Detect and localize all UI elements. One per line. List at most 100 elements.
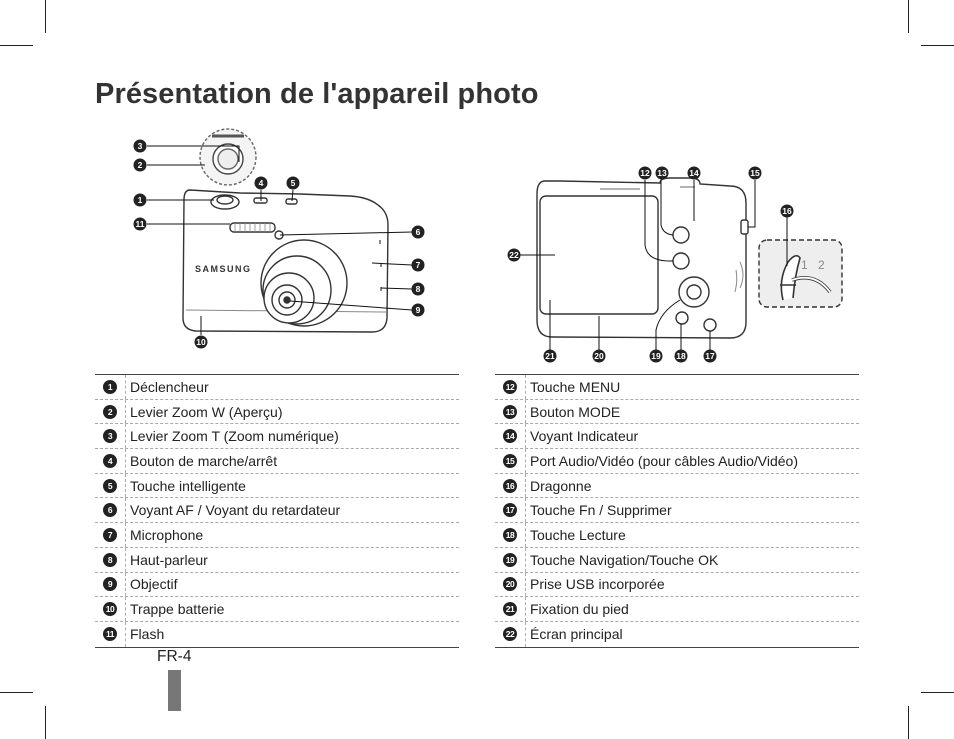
row-number-badge: 1 [103, 379, 117, 394]
main-screen [539, 195, 659, 315]
callout-badge-1: 1 [133, 193, 147, 207]
callout-badge-19: 19 [649, 349, 663, 363]
row-number-badge: 4 [103, 453, 117, 468]
crop-mark [45, 0, 46, 33]
row-label: Port Audio/Vidéo (pour câbles Audio/Vidé… [530, 452, 799, 469]
row-number-badge: 21 [503, 602, 517, 617]
crop-mark [908, 706, 909, 739]
svg-text:22: 22 [509, 250, 519, 260]
front-camera-illustration [182, 128, 389, 333]
callout-badge-3: 3 [133, 139, 147, 153]
row-label: Objectif [130, 576, 178, 593]
crop-mark [0, 692, 33, 693]
svg-text:7: 7 [416, 260, 421, 270]
fn-button [703, 318, 717, 332]
row-label: Dragonne [530, 477, 592, 494]
svg-text:6: 6 [416, 227, 421, 237]
callout-badge-5: 5 [286, 176, 300, 190]
row-label: Déclencheur [130, 378, 209, 395]
row-number-badge: 13 [503, 404, 517, 419]
svg-text:2: 2 [138, 160, 143, 170]
row-number-badge: 3 [103, 429, 117, 444]
row-label: Flash [130, 626, 165, 643]
front-brand-logo: SAMSUNG [195, 264, 252, 274]
mode-button [672, 226, 690, 244]
page-title: Présentation de l'appareil photo [95, 78, 539, 110]
strap-step-2: 2 [818, 258, 825, 272]
page-edge-tab [168, 670, 181, 711]
svg-text:13: 13 [657, 168, 667, 178]
svg-text:1: 1 [138, 195, 143, 205]
row-label: Bouton MODE [530, 403, 621, 420]
row-label: Touche Navigation/Touche OK [530, 551, 719, 568]
strap-inset [758, 239, 843, 308]
crop-mark [0, 45, 33, 46]
row-label: Touche Lecture [530, 526, 626, 543]
callout-badge-18: 18 [674, 349, 688, 363]
row-number-badge: 11 [103, 627, 117, 642]
callout-badge-12: 12 [638, 166, 652, 180]
callout-badge-11: 11 [133, 217, 147, 231]
row-number-badge: 8 [103, 552, 117, 567]
row-number-badge: 9 [103, 577, 117, 592]
svg-text:12: 12 [640, 168, 650, 178]
table-row: 11 Flash [95, 621, 459, 647]
svg-text:17: 17 [705, 351, 715, 361]
strap-step-1: 1 [801, 258, 808, 272]
back-camera-illustration [536, 177, 749, 339]
svg-text:11: 11 [136, 219, 145, 229]
table-row: 9 Objectif [95, 572, 459, 598]
row-number-badge: 2 [103, 404, 117, 419]
svg-text:20: 20 [594, 351, 604, 361]
callout-badge-7: 7 [411, 258, 425, 272]
menu-button [672, 252, 690, 270]
table-row: 20 Prise USB incorporée [495, 572, 859, 598]
callout-badge-2: 2 [133, 158, 147, 172]
row-label: Touche intelligente [130, 477, 246, 494]
page-number: FR-4 [157, 648, 192, 665]
callout-badge-6: 6 [411, 225, 425, 239]
row-number-badge: 6 [103, 503, 117, 518]
row-label: Prise USB incorporée [530, 576, 665, 593]
playback-button [675, 311, 689, 325]
row-number-badge: 19 [503, 552, 517, 567]
smart-button [285, 198, 298, 205]
row-label: Touche Fn / Supprimer [530, 502, 672, 519]
svg-text:19: 19 [651, 351, 661, 361]
row-label: Trappe batterie [130, 601, 225, 618]
callout-badge-16: 16 [780, 204, 794, 218]
svg-text:15: 15 [750, 168, 760, 178]
av-port [740, 219, 749, 235]
callout-badge-15: 15 [748, 166, 762, 180]
crop-mark [45, 706, 46, 739]
svg-text:8: 8 [416, 284, 421, 294]
row-number-badge: 22 [503, 627, 517, 642]
svg-text:4: 4 [259, 178, 264, 188]
row-number-badge: 10 [103, 602, 117, 617]
row-label: Levier Zoom T (Zoom numérique) [130, 428, 339, 445]
table-row: 19 Touche Navigation/Touche OK [495, 547, 859, 573]
crop-mark [921, 692, 954, 693]
table-row: 16 Dragonne [495, 473, 859, 499]
callout-badge-4: 4 [254, 176, 268, 190]
row-label: Écran principal [530, 626, 623, 643]
svg-text:3: 3 [138, 141, 143, 151]
row-number-badge: 20 [503, 577, 517, 592]
table-row: 22 Écran principal [495, 621, 859, 647]
row-number-badge: 14 [503, 429, 517, 444]
row-label: Microphone [130, 526, 204, 543]
table-row: 1 Déclencheur [95, 375, 459, 400]
table-row: 13 Bouton MODE [495, 399, 859, 425]
row-number-badge: 16 [503, 478, 517, 493]
row-number-badge: 5 [103, 478, 117, 493]
